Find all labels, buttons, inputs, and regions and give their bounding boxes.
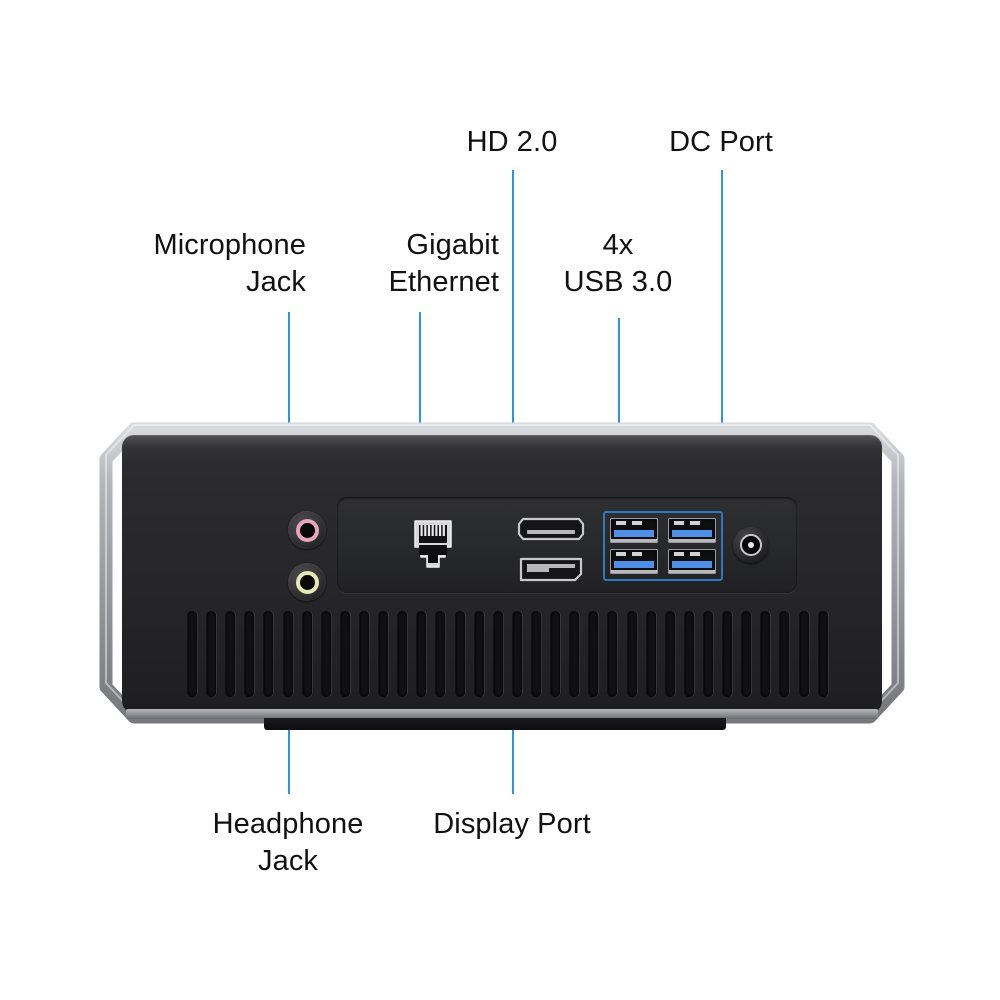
mini-pc-device	[96, 419, 908, 730]
chassis-base-plate	[126, 709, 878, 719]
vent-slot	[436, 611, 446, 697]
vent-slot	[684, 611, 694, 697]
port-usb-3-0[interactable]	[610, 549, 658, 574]
vent-slot	[207, 611, 217, 697]
vent-slot	[665, 611, 675, 697]
leader-line-microphone-jack	[288, 312, 290, 512]
vent-slot	[703, 611, 713, 697]
leader-line-usb-3-0	[618, 318, 620, 482]
vent-slot	[589, 611, 599, 697]
headphone-jack-ring	[295, 570, 319, 594]
vent-slot	[245, 611, 255, 697]
vent-slot	[474, 611, 484, 697]
leader-line-hd-2-0	[512, 170, 514, 482]
usb-blue-insert	[672, 530, 712, 537]
callout-label-headphone-jack: Headphone Jack	[212, 808, 364, 878]
callout-label-display-port: Display Port	[433, 808, 591, 840]
chassis-foot	[264, 718, 726, 730]
vent-slot	[780, 611, 790, 697]
vent-slot	[799, 611, 809, 697]
port-usb-3-0[interactable]	[668, 518, 716, 543]
port-usb-3-0[interactable]	[610, 518, 658, 543]
usb-blue-insert	[672, 561, 712, 568]
port-gigabit-ethernet[interactable]	[407, 517, 459, 573]
body-highlight	[122, 435, 882, 447]
usb-3-0-port-group	[603, 511, 723, 581]
vent-slot	[512, 611, 522, 697]
vent-slot	[359, 611, 369, 697]
callout-label-gigabit-ethernet: Gigabit Ethernet	[388, 229, 499, 299]
vent-slot	[627, 611, 637, 697]
vent-slot	[531, 611, 541, 697]
vent-slot	[723, 611, 733, 697]
vent-slot	[188, 611, 197, 697]
vent-slot	[551, 611, 561, 697]
vent-slot	[742, 611, 752, 697]
vent-slot	[761, 611, 771, 697]
vent-slot	[302, 611, 312, 697]
port-microphone-jack[interactable]	[288, 511, 326, 549]
io-panel	[337, 497, 797, 593]
ventilation-grille	[188, 611, 828, 697]
leader-line-dc-port	[721, 170, 723, 482]
chassis-body	[122, 435, 882, 713]
usb-blue-insert	[614, 530, 654, 537]
leader-line-gigabit-ethernet	[419, 312, 421, 482]
vent-slot	[455, 611, 465, 697]
vent-slot	[608, 611, 618, 697]
vent-slot	[226, 611, 236, 697]
vent-slot	[570, 611, 580, 697]
port-usb-3-0[interactable]	[668, 549, 716, 574]
vent-slot	[818, 611, 828, 697]
vent-slot	[379, 611, 389, 697]
vent-slot	[646, 611, 656, 697]
callout-label-microphone-jack: Microphone Jack	[153, 229, 306, 299]
vent-slot	[493, 611, 503, 697]
vent-slot	[398, 611, 408, 697]
callout-label-usb-3-0: 4x USB 3.0	[563, 229, 673, 299]
port-headphone-jack[interactable]	[288, 563, 326, 601]
vent-slot	[264, 611, 274, 697]
vent-slot	[283, 611, 293, 697]
dc-jack-pin	[748, 542, 754, 548]
vent-slot	[417, 611, 427, 697]
port-displayport[interactable]	[517, 555, 585, 583]
vent-slot	[340, 611, 350, 697]
usb-blue-insert	[614, 561, 654, 568]
callout-label-hd-2-0: HD 2.0	[466, 126, 558, 158]
callout-label-dc-port: DC Port	[669, 126, 773, 158]
port-hdmi[interactable]	[517, 515, 585, 542]
port-dc[interactable]	[733, 527, 769, 563]
vent-slot	[321, 611, 331, 697]
dc-jack-ring	[740, 534, 762, 556]
microphone-jack-ring	[295, 518, 319, 542]
